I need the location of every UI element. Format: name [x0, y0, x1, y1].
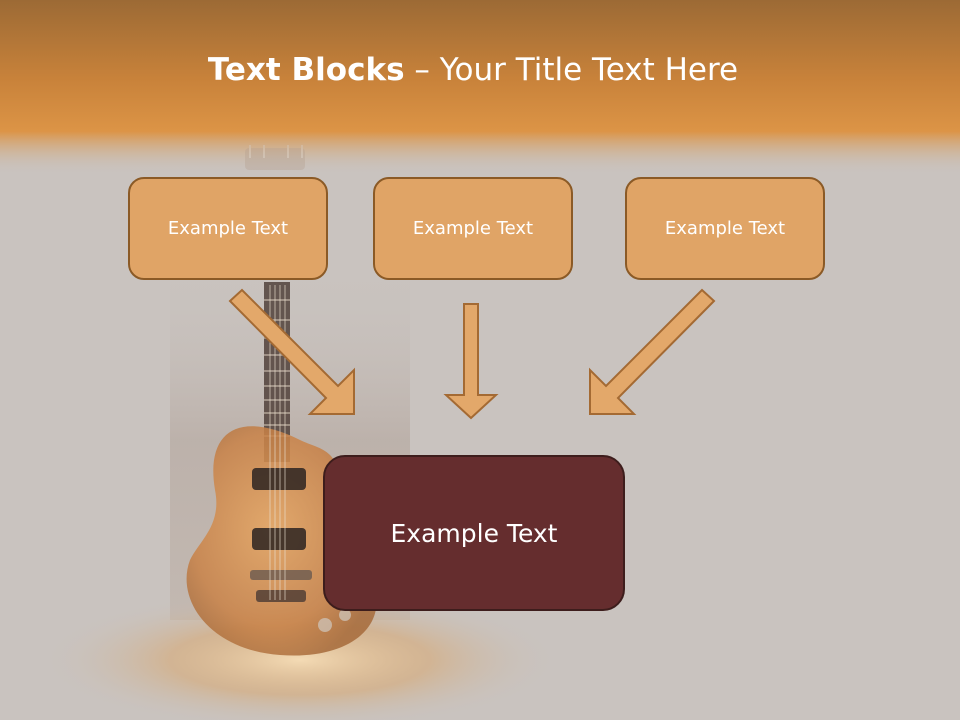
- title-bold: Text Blocks: [207, 52, 405, 88]
- arrow-right-diagonal: [589, 288, 716, 415]
- arrow-middle-down: [443, 303, 499, 420]
- text-box-middle-label: Example Text: [412, 218, 534, 239]
- title-dash: –: [404, 52, 440, 88]
- text-box-center-label: Example Text: [390, 518, 558, 548]
- text-box-left[interactable]: Example Text: [128, 177, 328, 280]
- text-box-left-label: Example Text: [167, 218, 289, 239]
- text-box-right[interactable]: Example Text: [625, 177, 825, 280]
- text-box-middle[interactable]: Example Text: [373, 177, 573, 280]
- title-rest: Your Title Text Here: [439, 52, 739, 88]
- slide-title: Text Blocks – Your Title Text Here: [0, 52, 946, 88]
- text-box-right-label: Example Text: [664, 218, 786, 239]
- text-box-center[interactable]: Example Text: [323, 455, 625, 611]
- arrow-left-diagonal: [228, 288, 355, 415]
